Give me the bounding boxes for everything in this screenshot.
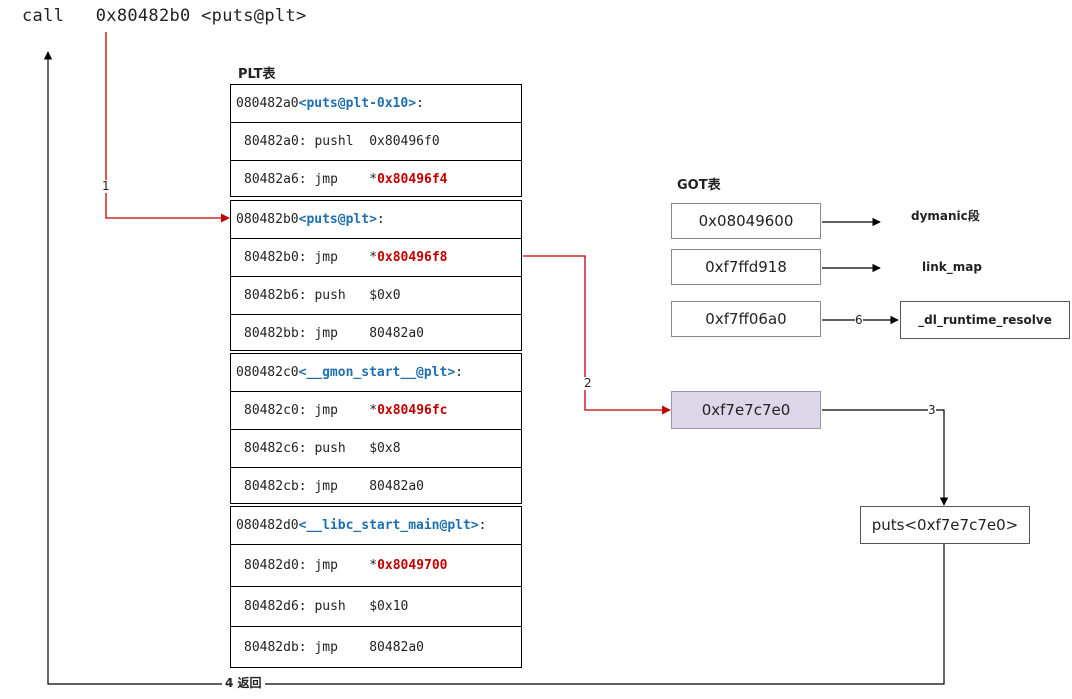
got-entry-0: 0x08049600 xyxy=(671,203,821,239)
step-6-label: 6 xyxy=(855,313,863,327)
plt-instruction: 80482a0: pushl 0x80496f0 xyxy=(231,123,521,161)
plt-block-1: 080482b0 <puts@plt>: 80482b0: jmp *0x804… xyxy=(230,200,522,351)
got-title: GOT表 xyxy=(677,178,721,193)
got-entry-2: 0xf7ff06a0 xyxy=(671,301,821,337)
got-ref: 0x8049700 xyxy=(377,558,448,573)
arrow-step-1 xyxy=(105,32,230,223)
got-entry-1: 0xf7ffd918 xyxy=(671,249,821,285)
arrow-step-4 xyxy=(43,51,945,685)
plt-block-3: 080482d0 <__libc_start_main@plt>: 80482d… xyxy=(230,506,522,668)
plt-block-2: 080482c0 <__gmon_start__@plt>: 80482c0: … xyxy=(230,353,522,504)
plt-instruction: 80482d0: jmp *0x8049700 xyxy=(231,545,521,587)
plt-instruction: 80482cb: jmp 80482a0 xyxy=(244,479,425,494)
plt-header-1: 080482b0 <puts@plt>: xyxy=(231,201,521,239)
dl-runtime-resolve-box: _dl_runtime_resolve xyxy=(900,301,1070,339)
plt-label-0: <puts@plt-0x10> xyxy=(298,96,417,111)
plt-instruction: 80482d6: push $0x10 xyxy=(231,587,521,627)
plt-block-0: 080482a0 <puts@plt-0x10>: 80482a0: pushl… xyxy=(230,84,522,197)
plt-header-0: 080482a0 <puts@plt-0x10>: xyxy=(231,85,521,123)
dynamic-label: dymanic段 xyxy=(911,209,980,223)
call-target: <puts@plt> xyxy=(201,6,307,26)
plt-label-1: <puts@plt> xyxy=(298,212,377,227)
call-address: 0x80482b0 xyxy=(95,6,191,26)
link-map-label: link_map xyxy=(922,260,982,274)
got-ref: 0x80496f8 xyxy=(377,250,448,265)
plt-instruction: 80482a6: jmp *0x80496f4 xyxy=(244,172,448,187)
plt-label-2: <__gmon_start__@plt> xyxy=(298,365,456,380)
plt-header-2: 080482c0 <__gmon_start__@plt>: xyxy=(231,354,521,392)
plt-instruction: 80482bb: jmp 80482a0 xyxy=(244,326,425,341)
call-instruction: call 0x80482b0 <puts@plt> xyxy=(22,6,306,26)
arrow-step-2 xyxy=(523,255,671,415)
arrow-step-3 xyxy=(822,409,949,506)
plt-instruction: 80482c6: push $0x8 xyxy=(231,430,521,468)
plt-instruction: 80482b0: jmp *0x80496f8 xyxy=(231,239,521,277)
step-2-label: 2 xyxy=(584,376,592,390)
puts-function-box: puts<0xf7e7c7e0> xyxy=(860,506,1030,544)
plt-header-3: 080482d0 <__libc_start_main@plt>: xyxy=(231,507,521,545)
plt-instruction: 80482b6: push $0x0 xyxy=(231,277,521,315)
plt-instruction: 80482db: jmp 80482a0 xyxy=(244,639,425,655)
call-mnemonic: call xyxy=(22,6,65,26)
step-3-label: 3 xyxy=(928,403,936,417)
got-ref: 0x80496f4 xyxy=(377,172,448,187)
plt-label-3: <__libc_start_main@plt> xyxy=(298,518,479,533)
return-text: 返回 xyxy=(237,676,262,690)
step-4-label: 4 返回 xyxy=(222,677,265,690)
step-1-label: 1 xyxy=(102,179,110,193)
got-ref: 0x80496fc xyxy=(377,403,448,418)
plt-title: PLT表 xyxy=(238,67,276,82)
plt-instruction: 80482c0: jmp *0x80496fc xyxy=(231,392,521,430)
got-entry-puts: 0xf7e7c7e0 xyxy=(671,391,821,429)
